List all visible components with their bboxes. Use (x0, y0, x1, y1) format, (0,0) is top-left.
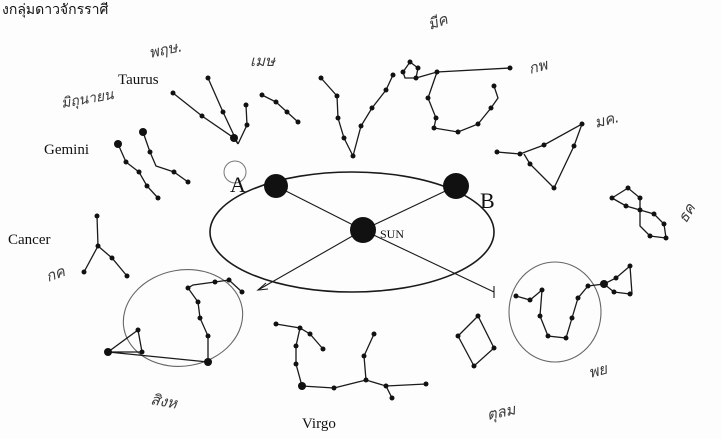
virgo-label: Virgo (302, 416, 336, 432)
handwritten-note-3: มีค (425, 10, 451, 34)
point-a-label: A (230, 172, 246, 197)
handwritten-note-6: มค. (592, 108, 621, 132)
sun-label: SUN (380, 227, 404, 241)
circle-around-leo (116, 260, 251, 375)
constellation-libra (456, 314, 497, 369)
constellation-gemini (114, 128, 191, 201)
constellation-sagittarius (610, 186, 669, 241)
handwritten-note-7: ธค (674, 200, 700, 226)
gemini-label: Gemini (44, 142, 89, 158)
handwritten-note-1: พฤษ. (147, 37, 184, 62)
arrowhead-left (258, 283, 268, 290)
constellation-taurus (171, 76, 250, 145)
handwritten-note-2: เมษ (250, 52, 276, 70)
earth-position-b (443, 173, 469, 199)
handwritten-note-8: กค (43, 262, 68, 286)
line-b-sun (363, 186, 456, 230)
constellation-cancer (82, 214, 130, 279)
handwritten-note-5: มิถุนายน (60, 87, 115, 112)
handwritten-note-4: กพ (526, 55, 550, 78)
handwritten-note-10: พย (586, 359, 610, 382)
constellation-virgo (274, 322, 429, 401)
point-b-label: B (480, 188, 495, 213)
line-a-sun (276, 186, 363, 230)
circle-around-scorpius (509, 262, 601, 362)
taurus-label: Taurus (118, 72, 159, 88)
constellation-pisces (319, 73, 396, 159)
handwritten-note-11: ตุลม (485, 400, 518, 424)
earth-position-a (264, 174, 288, 198)
cancer-label: Cancer (8, 232, 50, 248)
constellation-aquarius (401, 60, 513, 135)
line-sun-arrow-left (258, 230, 363, 290)
constellation-capricorn (495, 122, 585, 191)
constellation-aries (260, 93, 301, 125)
constellation-scorpius (514, 264, 633, 341)
sun (350, 217, 376, 243)
handwritten-note-9: สิงห (149, 390, 179, 412)
page-caption: งกลุ่มดาวจักรราศี (2, 2, 109, 18)
constellation-leo (104, 278, 245, 367)
